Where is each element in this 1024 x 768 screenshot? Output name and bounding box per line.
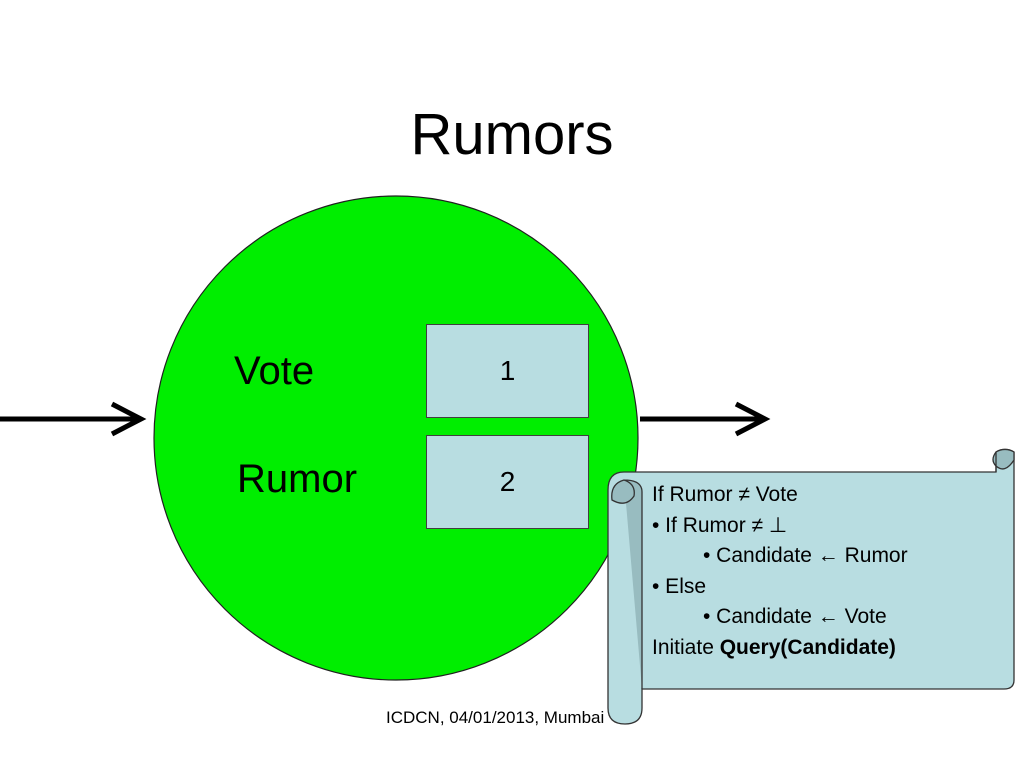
vote-value: 1 [499, 355, 516, 386]
rumor-label: Rumor [237, 457, 358, 501]
vote-value-box: 1 [426, 324, 589, 418]
initiate-text: Initiate [652, 635, 720, 659]
rumor-value-box: 2 [426, 435, 589, 529]
query-candidate-text: Query(Candidate) [719, 635, 896, 659]
scroll-callout [607, 448, 1015, 725]
footer-text: ICDCN, 04/01/2013, Mumbai [386, 708, 605, 727]
incoming-arrow [0, 401, 147, 437]
scroll-text: If Rumor ≠ Vote • If Rumor ≠ ⊥ • Candida… [652, 480, 982, 663]
scroll-roll-left [611, 479, 643, 689]
vote-label: Vote [234, 349, 315, 393]
scroll-line-initiate-query: Initiate Query(Candidate) [652, 633, 982, 664]
scroll-curl-right [992, 448, 1015, 470]
scroll-line-if-rumor-not-bottom: • If Rumor ≠ ⊥ [652, 513, 788, 537]
outgoing-arrow [640, 401, 771, 437]
scroll-line-candidate-rumor: • Candidate ← Rumor [703, 544, 908, 567]
scroll-line-candidate-vote: • Candidate ← Vote [703, 605, 887, 628]
scroll-line-if-rumor-not-vote: If Rumor ≠ Vote [652, 483, 798, 506]
rumor-value: 2 [499, 466, 516, 497]
slide-title: Rumors [410, 102, 614, 167]
node-circle [153, 195, 639, 681]
scroll-line-else: • Else [652, 574, 707, 598]
